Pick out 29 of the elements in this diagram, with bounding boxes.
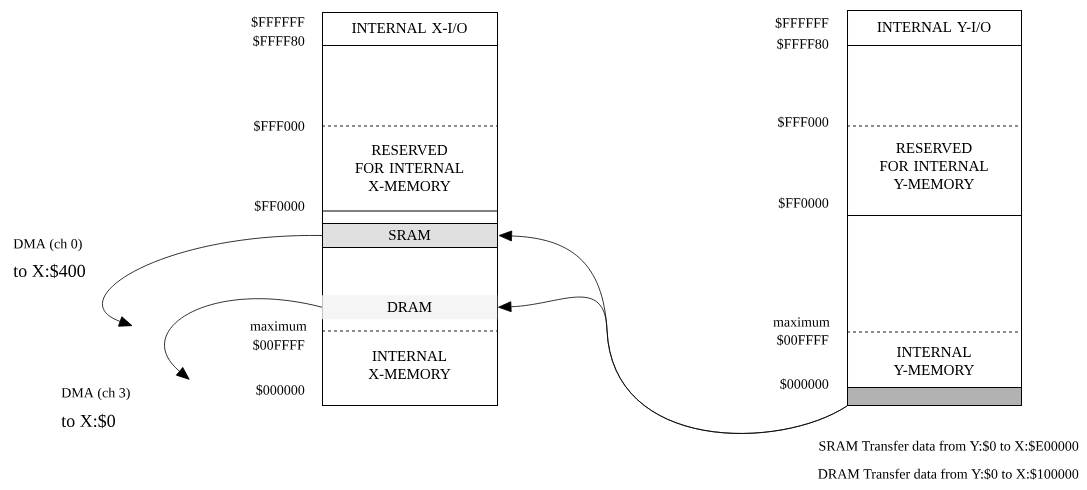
address-label: to X:$400 [13, 263, 85, 279]
address-label: SRAM Transfer data from Y:$0 to X:$E00000 [819, 440, 1079, 452]
memory-bar [847, 387, 1022, 406]
address-label: to X:$0 [61, 413, 115, 429]
address-label: $FFF000 [778, 116, 829, 128]
arrow [102, 235, 323, 327]
memory-block: DRAM [322, 295, 498, 320]
memory-region: INTERNAL Y-MEMORY [846, 215, 1022, 388]
memory-block: INTERNAL Y-I/O [847, 10, 1022, 46]
address-label: $000000 [256, 384, 305, 396]
address-label: $000000 [780, 378, 829, 390]
memory-block: SRAM [322, 223, 498, 248]
address-label: $FFFFFF [775, 17, 829, 29]
address-label: $FF0000 [254, 200, 305, 212]
address-label: $FFF000 [254, 120, 305, 132]
address-label: $FFFF80 [253, 35, 305, 47]
address-label: $FF0000 [778, 197, 829, 209]
address-label: maximum [250, 321, 307, 331]
memory-block: INTERNAL X-I/O [322, 12, 498, 46]
address-label: $FFFF80 [777, 38, 829, 50]
arrow [498, 296, 848, 434]
address-label: maximum [773, 317, 830, 327]
address-label: DRAM Transfer data from Y:$0 to X:$100000 [818, 468, 1079, 480]
address-label: $00FFFF [253, 339, 305, 351]
address-label: DMA (ch 0) [13, 238, 82, 252]
address-label: DMA (ch 3) [61, 387, 130, 401]
arrow [164, 298, 323, 380]
address-label: $FFFFFF [251, 16, 305, 28]
address-label: $00FFFF [777, 334, 829, 346]
